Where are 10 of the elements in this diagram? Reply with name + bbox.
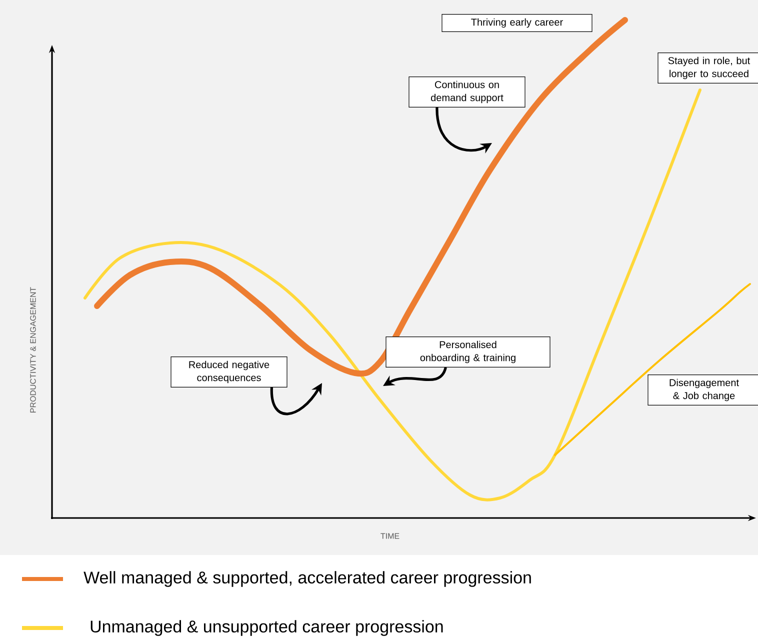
callout-box: Personalised onboarding & training — [386, 336, 550, 368]
legend-label: Unmanaged & unsupported career progression — [90, 620, 443, 636]
callout-box: Reduced negative consequences — [170, 356, 288, 388]
axis-label: PRODUCTIVITY & ENGAGEMENT — [30, 287, 36, 412]
callout-box: Continuous on demand support — [408, 76, 526, 108]
axis-label: TIME — [380, 533, 400, 539]
callout-box: Disengagement & Job change — [648, 374, 758, 406]
callout-box: Stayed in role, but longer to succeed — [658, 52, 758, 84]
callout-box: Thriving early career — [442, 14, 592, 32]
legend-label: Well managed & supported, accelerated career progression — [84, 571, 531, 587]
